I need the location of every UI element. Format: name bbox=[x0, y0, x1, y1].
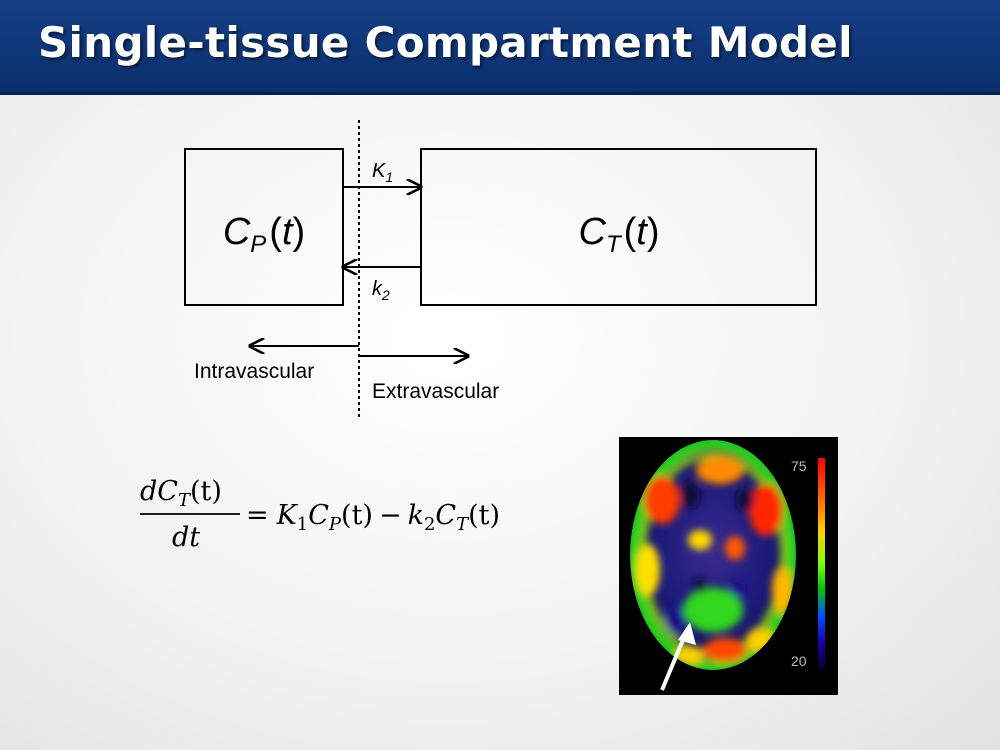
equation-rhs: =K1CP(t)−k2CT(t) bbox=[246, 500, 500, 535]
plasma-sub: P bbox=[250, 231, 266, 258]
slide-title: Single-tissue Compartment Model bbox=[38, 18, 853, 67]
arrow-indicator-icon bbox=[660, 622, 696, 691]
pet-brain-scan: 75 20 bbox=[619, 437, 838, 695]
tissue-compartment-label: CT(t) bbox=[579, 211, 660, 258]
title-bar: Single-tissue Compartment Model bbox=[0, 0, 1000, 95]
plasma-compartment-label: CP(t) bbox=[223, 211, 305, 258]
equation-numerator: dCT(t) bbox=[140, 476, 222, 511]
kinetic-equation: dCT(t) dt =K1CP(t)−k2CT(t) bbox=[140, 476, 500, 553]
intravascular-label: Intravascular bbox=[194, 360, 314, 383]
pet-scale-max: 75 bbox=[791, 458, 807, 474]
pet-color-bar bbox=[818, 458, 825, 668]
tissue-arg: t bbox=[636, 211, 648, 253]
tissue-c: C bbox=[579, 211, 607, 253]
tissue-sub: T bbox=[606, 231, 623, 258]
k2-label: k2 bbox=[372, 278, 390, 303]
extravascular-label: Extravascular bbox=[372, 380, 499, 403]
plasma-compartment-box bbox=[184, 148, 344, 306]
k1-label: K1 bbox=[372, 160, 393, 185]
plasma-arg: t bbox=[282, 211, 294, 253]
pet-scale-min: 20 bbox=[791, 653, 807, 669]
plasma-c: C bbox=[223, 211, 251, 253]
equation-denominator: dt bbox=[172, 522, 200, 553]
tissue-compartment-box bbox=[420, 148, 817, 306]
